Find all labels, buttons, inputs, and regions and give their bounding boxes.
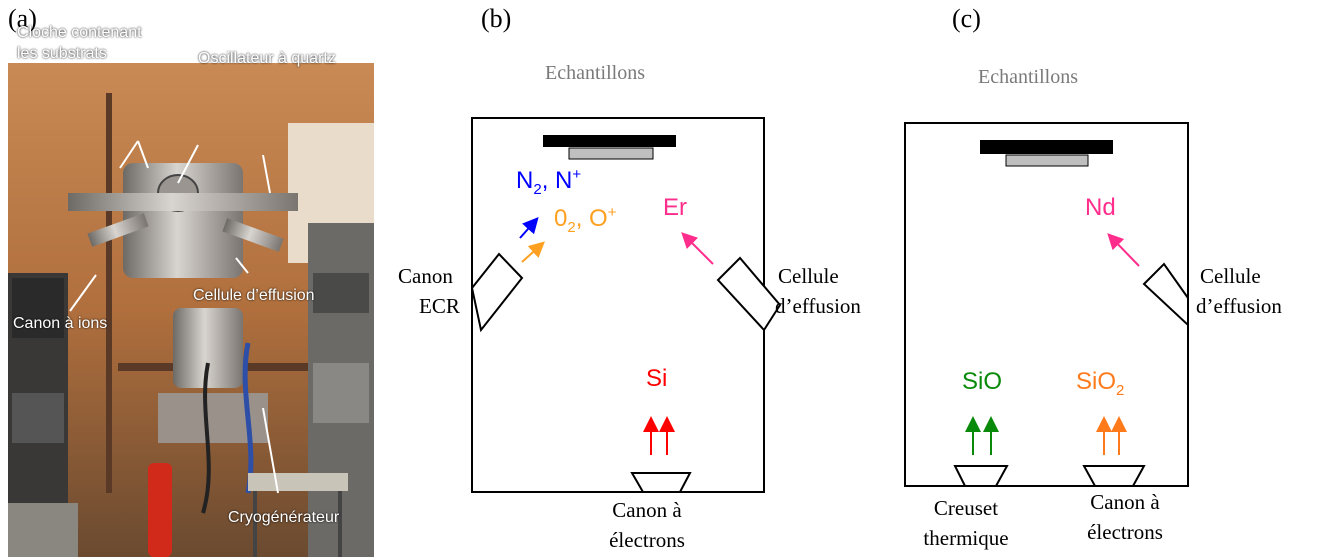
apparatus-photo bbox=[8, 63, 374, 557]
label-cellule-b-line2: d’effusion bbox=[775, 294, 861, 318]
species-n: N2, N+ bbox=[516, 166, 581, 198]
label-canon-electrons-c-line2: électrons bbox=[1087, 520, 1163, 544]
photo-label-canon-ions: Canon à ions bbox=[13, 315, 108, 332]
diagram-b bbox=[470, 117, 782, 493]
label-canon-ecr-line2: ECR bbox=[419, 294, 460, 318]
arrow-er-b bbox=[681, 232, 714, 265]
electron-gun-b bbox=[630, 472, 692, 493]
arrow-n-b bbox=[519, 217, 539, 239]
photo-label-cellule: Cellule d’effusion bbox=[193, 287, 315, 304]
label-canon-ecr-line1: Canon bbox=[398, 264, 453, 288]
label-cellule-c-line1: Cellule bbox=[1200, 264, 1261, 288]
species-sio: SiO bbox=[962, 368, 1003, 395]
species-si: Si bbox=[646, 365, 668, 392]
arrow-o-b bbox=[521, 241, 545, 263]
label-creuset-line2: thermique bbox=[923, 526, 1009, 550]
species-n-sup: + bbox=[572, 166, 582, 183]
label-canon-electrons-b: Canon à électrons bbox=[592, 495, 702, 555]
arrow-nd-c bbox=[1107, 233, 1140, 267]
photo-label-cryo: Cryogénérateur bbox=[228, 509, 340, 526]
species-sio2: SiO2 bbox=[1076, 368, 1124, 399]
species-o: 02, O+ bbox=[554, 204, 616, 236]
title-echantillons-b: Echantillons bbox=[545, 62, 645, 84]
photo-label-cloche-line1: Cloche contenant bbox=[17, 24, 142, 41]
species-n-sub: 2 bbox=[533, 180, 542, 198]
photo-label-cloche: Cloche contenant les substrats bbox=[17, 22, 142, 64]
panel-label-c: (c) bbox=[952, 4, 981, 33]
label-cellule-c: Cellule d’effusion bbox=[1196, 261, 1282, 321]
ecr-source-b bbox=[470, 252, 524, 333]
label-canon-electrons-c-line1: Canon à bbox=[1090, 490, 1160, 514]
sample-c bbox=[1005, 154, 1089, 167]
panel-label-b: (b) bbox=[481, 4, 512, 33]
photo-label-cloche-line2: les substrats bbox=[17, 45, 107, 62]
species-o-sup: + bbox=[607, 204, 617, 221]
chamber-c bbox=[904, 122, 1189, 487]
sample-b bbox=[568, 147, 654, 160]
panel-label-a: (a) bbox=[8, 4, 37, 33]
species-nd: Nd bbox=[1085, 194, 1116, 221]
label-creuset: Creuset thermique bbox=[918, 493, 1014, 553]
species-o-sub: 2 bbox=[567, 218, 576, 236]
label-canon-electrons-b-line2: électrons bbox=[609, 528, 685, 552]
species-o-ion: , O bbox=[575, 205, 608, 232]
label-canon-ecr: Canon ECR bbox=[398, 261, 460, 321]
photo-label-oscillateur: Oscillateur à quartz bbox=[198, 50, 336, 67]
label-cellule-b: Cellule d’effusion bbox=[775, 261, 861, 321]
label-cellule-b-line1: Cellule bbox=[778, 264, 839, 288]
sample-holder-c bbox=[980, 140, 1113, 154]
title-echantillons-c: Echantillons bbox=[978, 66, 1078, 88]
species-er: Er bbox=[663, 194, 687, 221]
label-creuset-line1: Creuset bbox=[933, 496, 999, 520]
species-o-main: 0 bbox=[554, 205, 568, 232]
effusion-cell-b bbox=[716, 256, 782, 332]
species-sio2-main: SiO bbox=[1076, 368, 1117, 395]
crucible-c bbox=[953, 465, 1009, 487]
diagram-c bbox=[904, 122, 1189, 487]
effusion-cell-c bbox=[1142, 262, 1189, 328]
sample-holder-b bbox=[543, 135, 676, 147]
label-cellule-c-line2: d’effusion bbox=[1196, 294, 1282, 318]
species-n-main: N bbox=[516, 167, 534, 194]
species-sio2-sub: 2 bbox=[1116, 381, 1125, 399]
species-n-ion: , N bbox=[541, 167, 573, 194]
electron-gun-c bbox=[1082, 465, 1146, 487]
label-canon-electrons-b-line1: Canon à bbox=[612, 498, 682, 522]
label-canon-electrons-c: Canon à électrons bbox=[1070, 487, 1180, 547]
